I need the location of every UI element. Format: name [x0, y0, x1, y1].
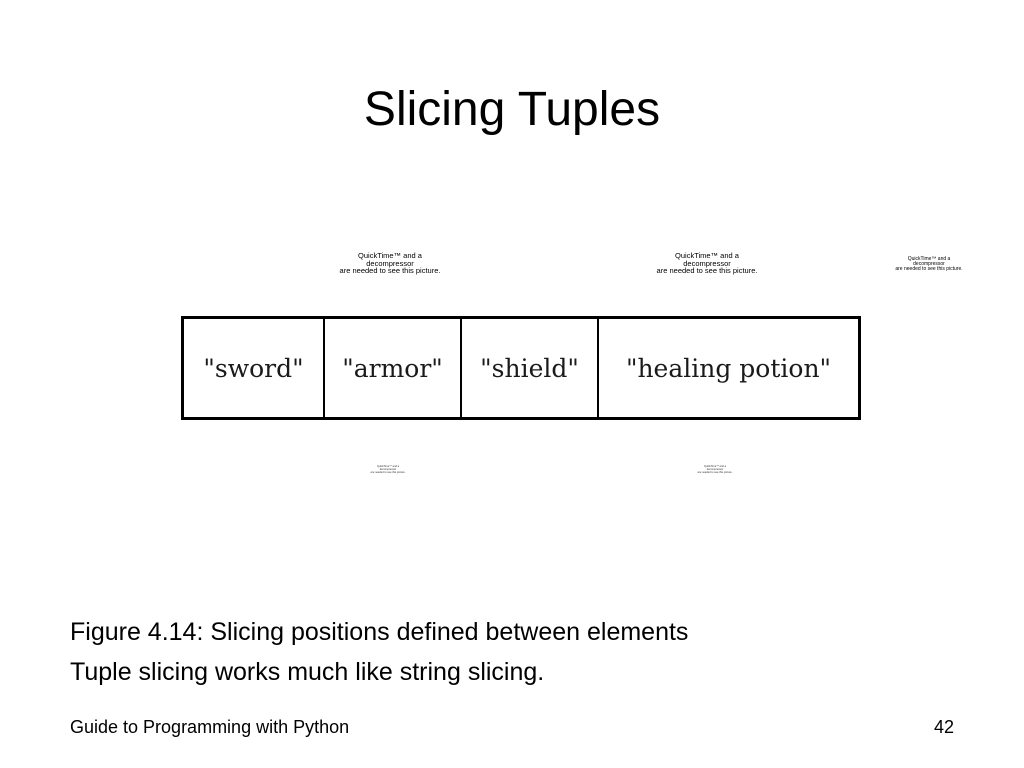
placeholder-line: are needed to see this picture. [895, 266, 963, 272]
footer-course-title: Guide to Programming with Python [70, 717, 350, 737]
tuple-element-healing-potion: "healing potion" [599, 319, 858, 417]
placeholder-line: QuickTime™ and a [376, 465, 400, 468]
placeholder-line: decompressor [379, 467, 397, 471]
tuple-element-shield: "shield" [462, 319, 599, 417]
placeholder-line: decompressor [913, 261, 945, 267]
slide-title: Slicing Tuples [363, 83, 661, 136]
page-number: 42 [933, 717, 954, 737]
placeholder-line: are needed to see this picture. [339, 266, 441, 275]
placeholder-line: QuickTime™ and a [358, 251, 422, 260]
placeholder-line: QuickTime™ and a [675, 251, 739, 260]
tuple-element-sword: "sword" [184, 319, 325, 417]
placeholder-line: decompressor [706, 467, 724, 471]
quicktime-placeholder: QuickTime™ and a decompressor are needed… [690, 465, 740, 474]
placeholder-line: are needed to see this picture. [697, 470, 733, 474]
quicktime-placeholder: QuickTime™ and a decompressor are needed… [884, 257, 974, 272]
tuple-element-armor: "armor" [325, 319, 462, 417]
quicktime-placeholder: QuickTime™ and a decompressor are needed… [320, 252, 460, 275]
placeholder-line: QuickTime™ and a [907, 256, 951, 262]
quicktime-placeholder: QuickTime™ and a decompressor are needed… [363, 465, 413, 474]
tuple-figure: "sword" "armor" "shield" "healing potion… [181, 316, 861, 420]
quicktime-placeholder: QuickTime™ and a decompressor are needed… [637, 252, 777, 275]
body-text: Tuple slicing works much like string sli… [70, 658, 545, 686]
figure-caption: Figure 4.14: Slicing positions defined b… [70, 618, 689, 646]
placeholder-line: are needed to see this picture. [370, 470, 406, 474]
placeholder-line: QuickTime™ and a [703, 465, 727, 468]
placeholder-line: are needed to see this picture. [656, 266, 758, 275]
placeholder-line: decompressor [366, 258, 414, 268]
placeholder-line: decompressor [683, 258, 731, 268]
